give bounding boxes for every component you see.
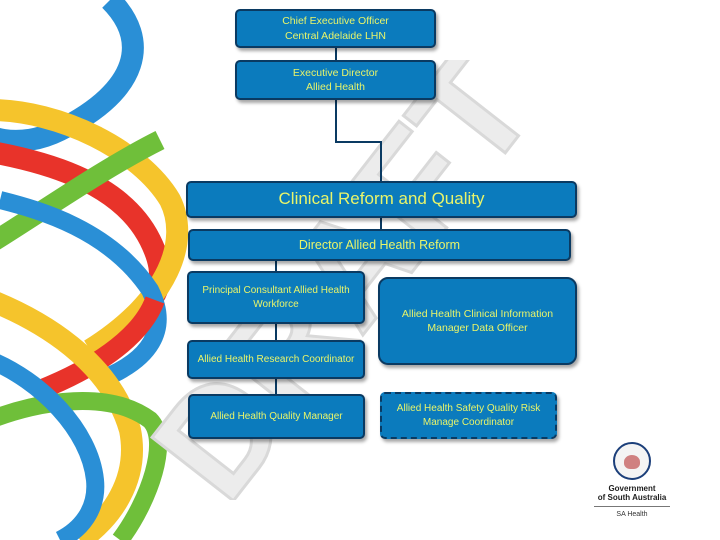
ceo-title: Chief Executive Officer (282, 15, 389, 28)
ceo-box: Chief Executive Officer Central Adelaide… (235, 9, 436, 48)
clinical-information-line2: Manager Data Officer (427, 322, 528, 334)
state-seal-icon (613, 442, 651, 480)
principal-consultant-line2: Workforce (253, 298, 299, 310)
clinical-reform-box: Clinical Reform and Quality (186, 181, 577, 218)
research-coordinator-label: Allied Health Research Coordinator (197, 353, 355, 365)
clinical-reform-label: Clinical Reform and Quality (278, 189, 485, 209)
safety-coordinator-line2: Manage Coordinator (422, 416, 515, 428)
research-coordinator-box: Allied Health Research Coordinator (187, 340, 365, 379)
principal-consultant-line1: Principal Consultant Allied Health (202, 285, 350, 296)
logo-government: Government (608, 484, 656, 493)
quality-manager-box: Allied Health Quality Manager (188, 394, 365, 439)
director-reform-box: Director Allied Health Reform (188, 229, 571, 261)
principal-consultant-box: Principal Consultant Allied Health Workf… (187, 271, 365, 324)
executive-director-title: Executive Director (292, 66, 379, 79)
ceo-org: Central Adelaide LHN (285, 29, 386, 42)
ribbon-blue-bottom (0, 354, 105, 540)
ribbon-green-1 (0, 131, 165, 250)
connector-exec-reform (335, 100, 382, 181)
safety-coordinator-box: Allied Health Safety Quality Risk Manage… (380, 392, 557, 439)
ribbon-blue-mid (0, 191, 167, 389)
ribbon-red-2 (36, 296, 165, 400)
ribbon-decoration (0, 0, 189, 540)
director-reform-label: Director Allied Health Reform (298, 237, 461, 252)
executive-director-box: Executive Director Allied Health (235, 60, 436, 100)
safety-coordinator-line1: Allied Health Safety Quality Risk (396, 403, 541, 414)
clinical-information-line1: Allied Health Clinical Information (401, 307, 554, 320)
quality-manager-label: Allied Health Quality Manager (210, 410, 343, 422)
government-logo: Government of South Australia SA Health (592, 442, 672, 518)
logo-divider (594, 506, 670, 508)
ribbon-yellow-2 (0, 292, 143, 540)
logo-sa-health: SA Health (616, 511, 648, 519)
executive-director-unit: Allied Health (306, 81, 365, 93)
clinical-information-box: Allied Health Clinical Information Manag… (378, 277, 577, 365)
logo-of-south-australia: of South Australia (597, 493, 667, 503)
ribbon-green-2 (0, 392, 167, 540)
